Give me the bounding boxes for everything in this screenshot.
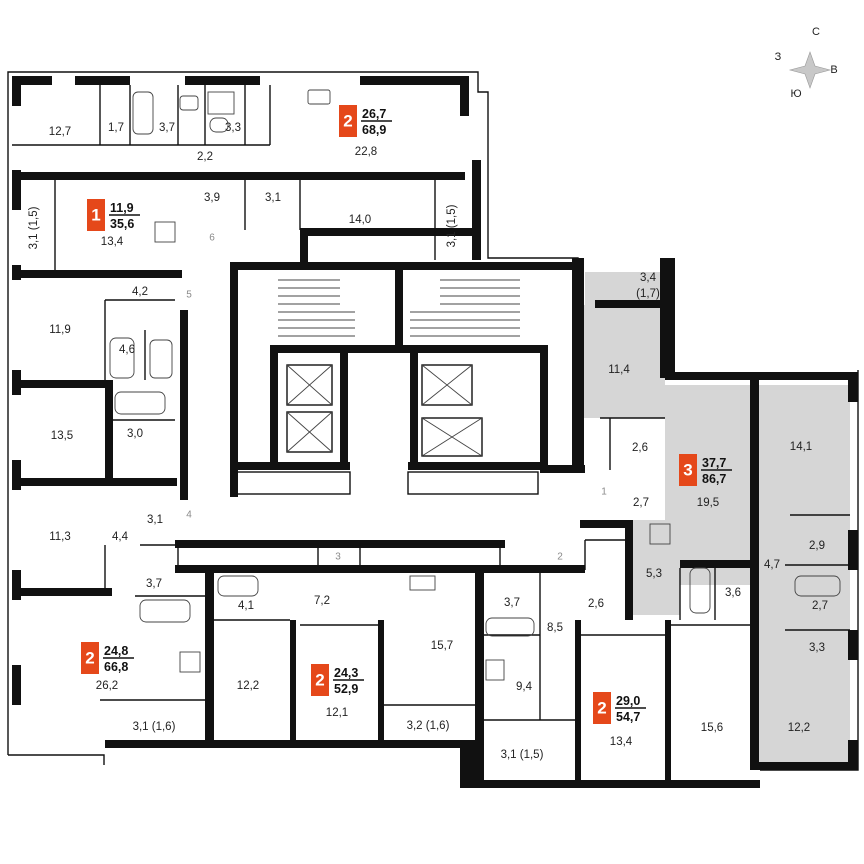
room-area: 3,4	[640, 272, 657, 284]
room-area: 1,7	[108, 122, 124, 134]
exterior-walls	[12, 76, 858, 788]
room-area: 19,5	[697, 497, 719, 509]
room-area: 4,2	[132, 286, 148, 298]
room-area: 3,1 (1,5)	[446, 204, 458, 247]
room-area: 3,9	[204, 192, 220, 204]
room-area: 3,7	[159, 122, 175, 134]
room-area: 3,6	[725, 587, 741, 599]
interior-partitions	[12, 85, 850, 721]
entrance-number: 3	[335, 552, 341, 563]
apartment-total-area: 86,7	[702, 472, 726, 486]
room-area: 3,3	[809, 642, 825, 654]
apartment-living-area: 29,0	[616, 694, 640, 708]
apartment-rooms: 1	[91, 205, 100, 224]
room-area: 2,2	[197, 151, 213, 163]
room-area: 11,3	[49, 531, 71, 543]
room-area: 12,2	[237, 680, 259, 692]
room-area: 15,7	[431, 640, 453, 652]
room-area: 3,1	[147, 514, 163, 526]
apartment-badge: 2 24,3 52,9	[311, 664, 364, 696]
entrance-numbers: 6 5 4 3 2 1	[186, 233, 607, 563]
apartment-rooms: 2	[597, 698, 606, 717]
room-area: 3,7	[146, 578, 162, 590]
apartment-total-area: 68,9	[362, 123, 386, 137]
room-area: 5,3	[646, 568, 662, 580]
room-area-labels: 12,7 1,7 3,7 3,3 22,8 2,2 3,9 3,1 14,0 3…	[28, 122, 828, 761]
room-area: 2,6	[632, 442, 648, 454]
room-area: 2,7	[633, 497, 649, 509]
room-area: 3,3	[225, 122, 241, 134]
room-area: 3,0	[127, 428, 143, 440]
apartment-badge: 2 24,8 66,8	[81, 642, 134, 674]
bath-fixtures	[109, 89, 841, 681]
room-area: 3,1 (1,5)	[501, 749, 544, 761]
apartment-total-area: 66,8	[104, 660, 128, 674]
entrance-number: 5	[186, 290, 192, 301]
room-area: 4,1	[238, 600, 254, 612]
compass-west: З	[775, 51, 782, 63]
entrance-number: 2	[557, 552, 563, 563]
apartment-living-area: 37,7	[702, 456, 726, 470]
room-area: 9,4	[516, 681, 533, 693]
room-area: 15,6	[701, 722, 723, 734]
room-area: 8,5	[547, 622, 563, 634]
apartment-badge: 1 11,9 35,6	[87, 199, 140, 231]
room-area: 26,2	[96, 680, 118, 692]
highlighted-apartment-fill	[578, 272, 850, 770]
room-area: 2,9	[809, 540, 825, 552]
room-area: 4,4	[112, 531, 129, 543]
compass-north: С	[812, 26, 820, 38]
room-area: (1,7)	[636, 288, 660, 300]
room-area: 12,7	[49, 126, 71, 138]
apartment-rooms: 2	[315, 670, 324, 689]
room-area: 14,1	[790, 441, 812, 453]
utility-shafts	[177, 471, 539, 567]
room-area: 11,4	[608, 364, 630, 376]
apartment-badge: 2 29,0 54,7	[593, 692, 646, 724]
elevators	[286, 364, 483, 457]
room-area: 3,1	[265, 192, 281, 204]
room-area: 11,9	[49, 324, 71, 336]
apartment-living-area: 11,9	[110, 201, 134, 215]
room-area: 2,6	[588, 598, 604, 610]
apartment-total-area: 54,7	[616, 710, 640, 724]
apartment-living-area: 24,8	[104, 644, 128, 658]
apartment-badge: 2 26,7 68,9	[339, 105, 392, 137]
room-area: 3,1 (1,6)	[133, 721, 176, 733]
room-area: 3,1 (1,5)	[28, 206, 40, 249]
apartment-total-area: 35,6	[110, 217, 134, 231]
apartment-living-area: 26,7	[362, 107, 386, 121]
room-area: 4,6	[119, 344, 135, 356]
room-area: 3,7	[504, 597, 520, 609]
room-area: 7,2	[314, 595, 330, 607]
compass: С З В Ю	[775, 26, 838, 100]
room-area: 14,0	[349, 214, 371, 226]
apartment-rooms: 2	[85, 648, 94, 667]
room-area: 13,4	[610, 736, 633, 748]
entrance-number: 6	[209, 233, 215, 244]
room-area: 4,7	[764, 559, 780, 571]
apartment-living-area: 24,3	[334, 666, 358, 680]
entrance-number: 1	[601, 487, 607, 498]
compass-south: Ю	[790, 88, 801, 100]
room-area: 22,8	[355, 146, 377, 158]
apartment-total-area: 52,9	[334, 682, 358, 696]
stairs	[278, 279, 520, 337]
compass-east: В	[830, 64, 837, 76]
room-area: 2,7	[812, 600, 828, 612]
room-area: 13,4	[101, 236, 124, 248]
apartment-badge: 3 37,7 86,7	[679, 454, 732, 486]
compass-star-icon	[788, 51, 832, 89]
room-area: 12,1	[326, 707, 348, 719]
apartment-rooms: 3	[683, 460, 692, 479]
room-area: 3,2 (1,6)	[407, 720, 450, 732]
apartment-rooms: 2	[343, 111, 352, 130]
room-area: 13,5	[51, 430, 73, 442]
room-area: 12,2	[788, 722, 810, 734]
entrance-number: 4	[186, 510, 192, 521]
